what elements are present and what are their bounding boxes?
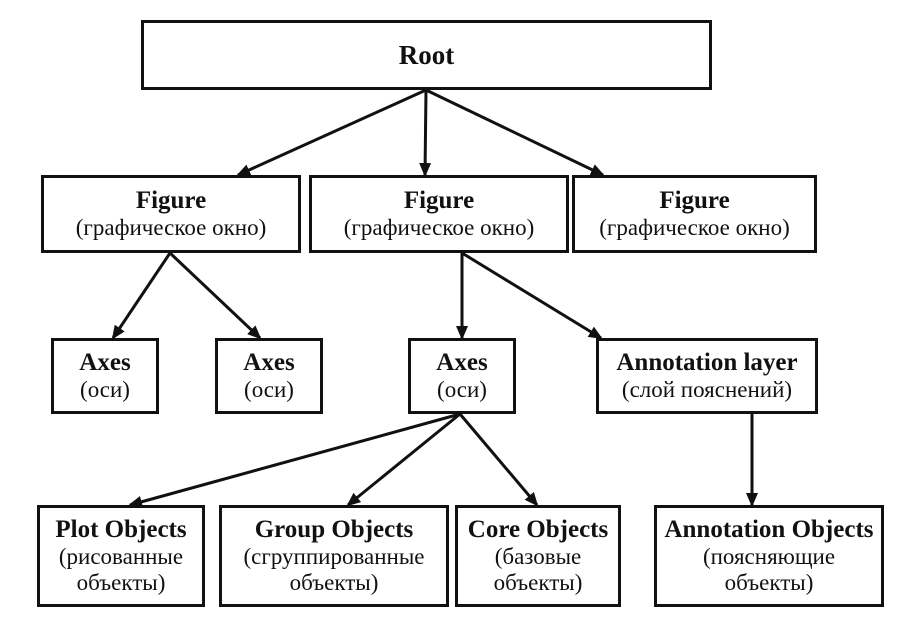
- axes-3-node: Axes (оси): [408, 338, 516, 414]
- figure-left-title: Figure: [135, 187, 207, 215]
- figure-center-subtitle: (графическое окно): [343, 215, 535, 241]
- edge-figure-center-to-annotation-layer: [461, 251, 603, 340]
- axes-2-node: Axes (оси): [215, 338, 323, 414]
- axes-1-node: Axes (оси): [51, 338, 159, 414]
- annotation-layer-subtitle: (слой пояснений): [621, 377, 793, 403]
- edge-figure-left-to-axes-1: [111, 252, 172, 340]
- axes-2-subtitle: (оси): [244, 377, 294, 403]
- root-title: Root: [398, 39, 455, 70]
- group-objects-line2: объекты): [289, 570, 379, 595]
- figure-center-node: Figure (графическое окно): [309, 175, 569, 253]
- edge-root-to-figure-right: [425, 88, 605, 177]
- axes-3-subtitle: (оси): [437, 377, 487, 403]
- annotation-objects-node: Annotation Objects (поясняющие объекты): [654, 505, 884, 607]
- figure-center-title: Figure: [403, 187, 475, 215]
- core-objects-title: Core Objects: [467, 516, 609, 544]
- annotation-objects-line2: объекты): [724, 570, 814, 595]
- root-node: Root: [141, 20, 712, 90]
- edge-axes-3-to-plot-objects: [128, 412, 461, 508]
- edge-root-to-figure-left: [236, 88, 427, 177]
- plot-objects-line2: объекты): [76, 570, 166, 595]
- figure-left-subtitle: (графическое окно): [75, 215, 267, 241]
- annotation-layer-title: Annotation layer: [616, 349, 798, 377]
- plot-objects-node: Plot Objects (рисованные объекты): [37, 505, 205, 607]
- edge-axes-3-to-core-objects: [458, 413, 539, 507]
- core-objects-node: Core Objects (базовые объекты): [455, 505, 621, 607]
- annotation-layer-node: Annotation layer (слой пояснений): [596, 338, 818, 414]
- edge-figure-left-to-axes-2: [168, 251, 262, 340]
- axes-1-title: Axes: [79, 349, 131, 377]
- plot-objects-title: Plot Objects: [55, 516, 187, 544]
- core-objects-line2: объекты): [493, 570, 583, 595]
- group-objects-line1: (сгруппированные: [243, 544, 425, 570]
- figure-right-subtitle: (графическое окно): [599, 215, 790, 241]
- edge-axes-3-to-group-objects: [346, 412, 461, 507]
- figure-right-node: Figure (графическое окно): [572, 175, 817, 253]
- axes-2-title: Axes: [243, 349, 295, 377]
- axes-1-subtitle: (оси): [80, 377, 130, 403]
- annotation-objects-line1: (поясняющие: [702, 544, 836, 570]
- core-objects-line1: (базовые: [494, 544, 582, 570]
- edge-root-to-figure-center: [419, 89, 432, 177]
- group-objects-title: Group Objects: [254, 516, 414, 544]
- annotation-objects-title: Annotation Objects: [664, 516, 874, 544]
- group-objects-node: Group Objects (сгруппированные объекты): [219, 505, 449, 607]
- plot-objects-line1: (рисованные: [58, 544, 184, 570]
- axes-3-title: Axes: [436, 349, 488, 377]
- figure-left-node: Figure (графическое окно): [41, 175, 301, 253]
- figure-right-title: Figure: [659, 187, 730, 215]
